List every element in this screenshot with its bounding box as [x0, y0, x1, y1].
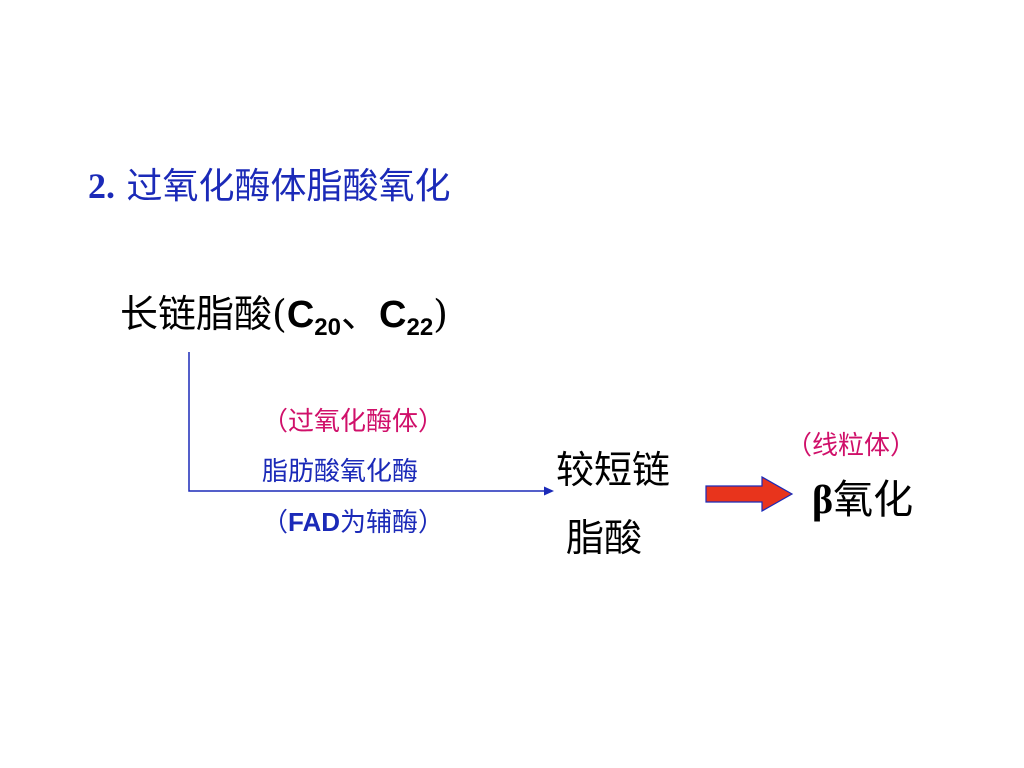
oxidation-text: 氧化 [833, 477, 914, 523]
carbon-count-1: 20 [314, 314, 341, 341]
long-chain-fatty-acid-label: 长链脂酸(C20、C22) [120, 286, 448, 343]
enzyme-cofactor: （FAD为辅酶） [262, 504, 444, 541]
carbon-symbol-2: C [379, 294, 407, 336]
beta-symbol: β [812, 477, 834, 522]
separator: 、 [341, 292, 380, 336]
carbon-symbol-1: C [286, 294, 315, 336]
fatty-acid-name: 长链脂酸 [120, 292, 273, 336]
close-paren: ) [433, 292, 448, 336]
cofactor-fad: FAD [288, 507, 341, 537]
beta-oxidation-label: β氧化 [812, 472, 913, 528]
carbon-count-2: 22 [406, 314, 434, 341]
connector-arrowhead [544, 486, 554, 496]
cofactor-open-paren: （ [262, 508, 289, 538]
enzyme-name: 脂肪酸氧化酶 [262, 457, 419, 487]
open-paren: ( [272, 292, 287, 336]
cofactor-rest: 为辅酶） [340, 508, 445, 538]
mitochondria-label: （线粒体） [786, 431, 917, 461]
product-label-line2: 脂酸 [566, 516, 643, 560]
slide-title: 2. 过氧化酶体脂酸氧化 [88, 160, 450, 213]
red-arrow-icon [705, 475, 794, 513]
title-text: 过氧化酶体脂酸氧化 [115, 166, 451, 207]
enzyme-location: （过氧化酶体） [262, 407, 445, 437]
product-label-line1: 较短链 [556, 448, 671, 492]
reaction-connector-line [188, 352, 546, 492]
section-number: 2. [88, 166, 115, 206]
